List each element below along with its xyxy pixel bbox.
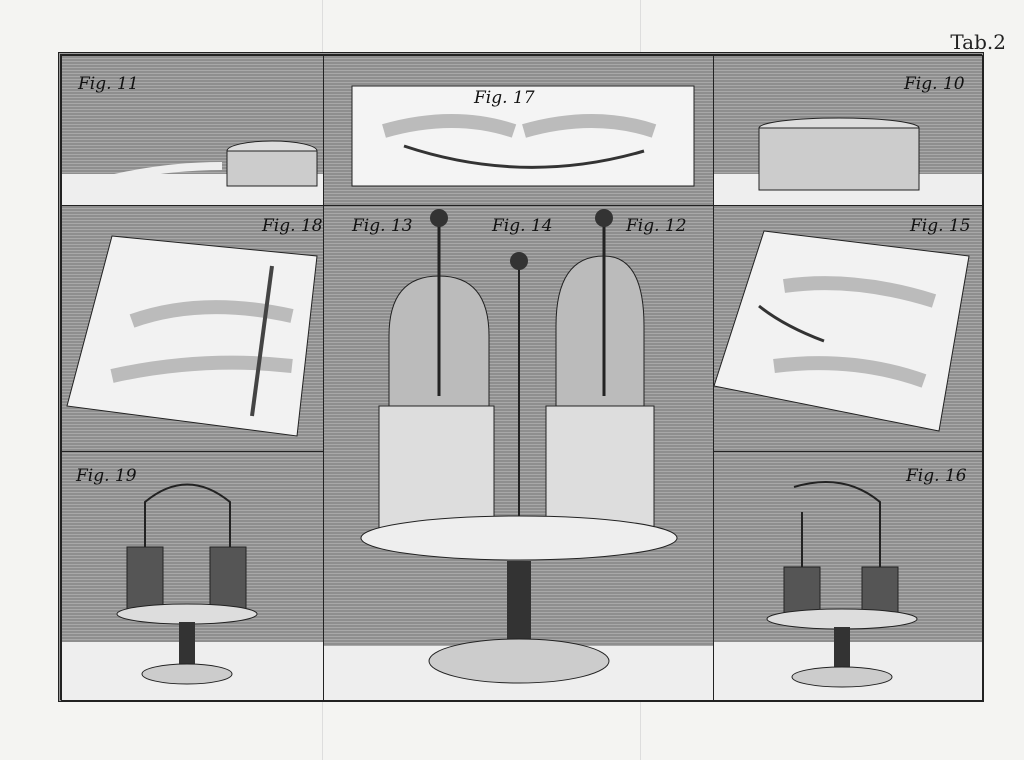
panel-fig-16: Fig. 16 — [713, 451, 983, 701]
figure-label: Fig. 18 — [262, 216, 323, 236]
figure-label: Fig. 11 — [78, 74, 139, 94]
panel-fig-10: Fig. 10 — [713, 55, 983, 207]
figure-label: Fig. 14 — [492, 216, 553, 236]
panel-fig-17: Fig. 17 — [323, 55, 715, 207]
figure-label: Fig. 17 — [474, 88, 535, 108]
panel-fig-15: Fig. 15 — [713, 205, 983, 453]
panel-fig-19: Fig. 19 — [61, 451, 325, 701]
panel-fig-11: Fig. 11 — [61, 55, 325, 207]
panel-fig-12-13-14: Fig. 13 Fig. 14 Fig. 12 — [323, 205, 715, 701]
figure-label: Fig. 13 — [352, 216, 413, 236]
figure-label: Fig. 16 — [906, 466, 967, 486]
panel-fig-18: Fig. 18 — [61, 205, 325, 453]
figure-label: Fig. 19 — [76, 466, 137, 486]
figure-label: Fig. 12 — [626, 216, 687, 236]
figure-label: Fig. 10 — [904, 74, 965, 94]
plate-title: Tab.2 — [950, 30, 1006, 54]
plate-frame: Fig. 11 Fig. 18 Fig. 19 Fig. 17 Fig. 13 … — [58, 52, 984, 702]
figure-label: Fig. 15 — [910, 216, 971, 236]
